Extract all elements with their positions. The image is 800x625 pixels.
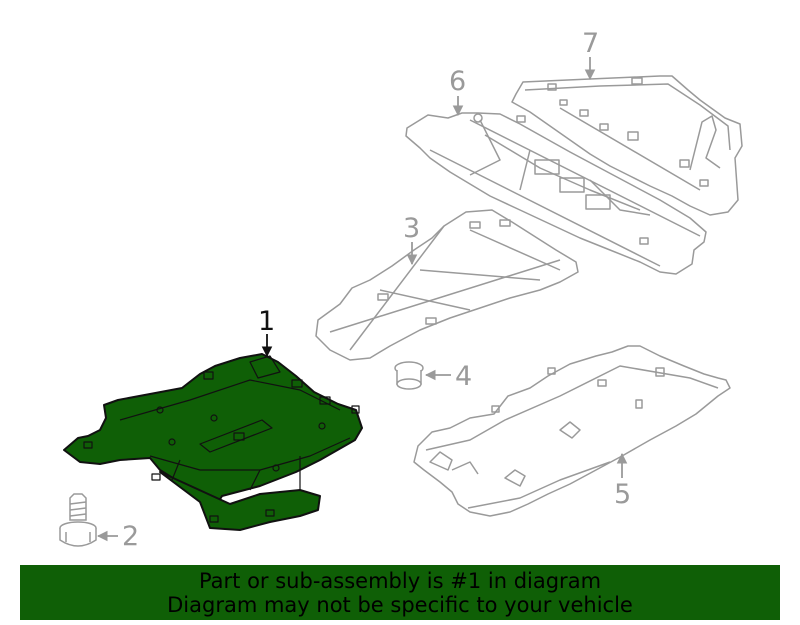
callout-1: 1	[258, 306, 275, 337]
callout-2: 2	[122, 521, 139, 552]
part-1-front-undercover[interactable]	[63, 353, 363, 531]
part-6-center-undercover[interactable]	[405, 112, 707, 275]
part-3-tunnel-undercover[interactable]	[315, 209, 579, 361]
parts-diagram: 1 2 3 4 5 6 7	[59, 28, 743, 552]
banner-line-2: Diagram may not be specific to your vehi…	[167, 593, 633, 617]
part-7-rear-undercover[interactable]	[511, 75, 743, 216]
part-5-side-undercover[interactable]	[413, 345, 731, 517]
callout-5: 5	[614, 479, 631, 510]
callout-6: 6	[449, 66, 466, 97]
callout-3: 3	[403, 213, 420, 244]
callout-arrows	[96, 57, 628, 542]
callout-4: 4	[455, 361, 472, 392]
callout-7: 7	[582, 28, 599, 59]
part-2-bolt[interactable]	[59, 493, 97, 547]
info-banner: Part or sub-assembly is #1 in diagram Di…	[20, 565, 780, 620]
banner-line-1: Part or sub-assembly is #1 in diagram	[198, 569, 602, 593]
part-4-clip[interactable]	[394, 361, 424, 390]
